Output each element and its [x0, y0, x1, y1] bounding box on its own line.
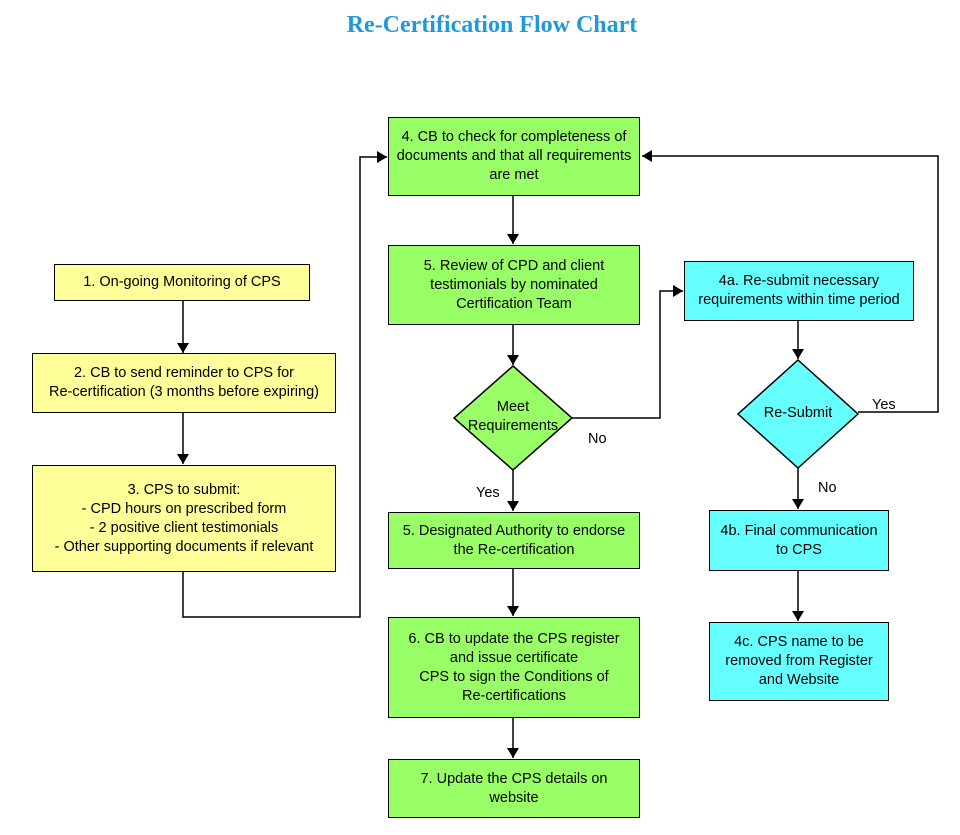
decision-resubmit [736, 358, 860, 470]
arrow-resubmit-yes-to-4 [642, 150, 939, 413]
step-4-check: 4. CB to check for completeness of docum… [388, 117, 640, 196]
label-resubmit-yes: Yes [872, 397, 896, 413]
label-resubmit-no: No [818, 480, 837, 496]
decision-meet-label: Meet Requirements [467, 399, 559, 434]
page-title: Re-Certification Flow Chart [346, 12, 638, 38]
step-6-update-register: 6. CB to update the CPS register and iss… [388, 617, 640, 718]
step-2-reminder: 2. CB to send reminder to CPS for Re-cer… [32, 353, 336, 413]
decision-meet-requirements [452, 365, 574, 471]
step-1-monitoring: 1. On-going Monitoring of CPS [54, 264, 310, 301]
step-4c-remove-name: 4c. CPS name to be removed from Register… [709, 622, 889, 701]
decision-resubmit-label: Re-Submit [763, 405, 833, 421]
step-3-submit: 3. CPS to submit: - CPD hours on prescri… [32, 465, 336, 572]
label-meet-yes: Yes [476, 485, 500, 501]
step-5-review: 5. Review of CPD and client testimonials… [388, 245, 640, 325]
step-7-update-website: 7. Update the CPS details on website [388, 759, 640, 818]
step-4b-final-communication: 4b. Final communication to CPS [709, 510, 889, 571]
step-4a-resubmit: 4a. Re-submit necessary requirements wit… [684, 261, 914, 321]
step-5-endorse: 5. Designated Authority to endorse the R… [388, 512, 640, 569]
label-meet-no: No [588, 431, 607, 447]
arrow-3-to-4 [182, 151, 387, 618]
arrow-meet-no-to-4a [572, 285, 683, 419]
